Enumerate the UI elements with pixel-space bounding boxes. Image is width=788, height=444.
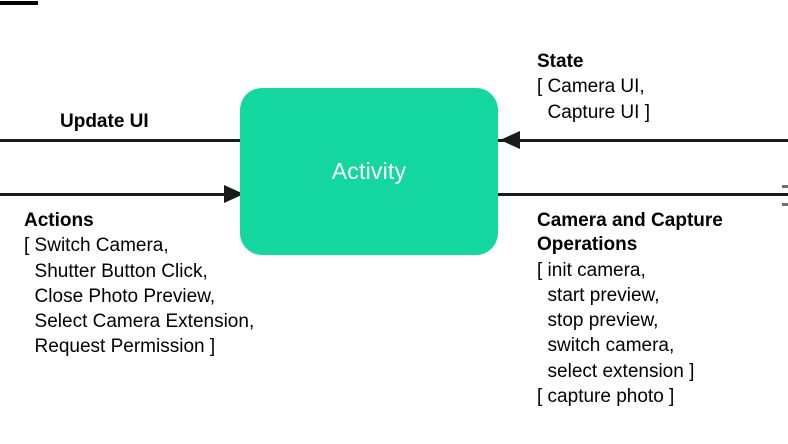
edge-line-state — [490, 139, 788, 142]
list-item: stop preview, — [537, 310, 659, 332]
arrowhead-right-icon — [224, 185, 244, 203]
activity-node[interactable]: Activity — [240, 88, 498, 255]
list-item: Request Permission ] — [24, 336, 216, 358]
list-item: Shutter Button Click, — [24, 260, 208, 282]
label-state-title: State — [537, 51, 584, 72]
label-camera-operations-title-line-1: Camera and Capture — [537, 210, 723, 231]
list-item: Capture UI ] — [537, 101, 650, 123]
label-camera-operations-title-line-2: Operations — [537, 234, 638, 256]
list-item: switch camera, — [537, 335, 675, 357]
activity-node-label: Activity — [331, 158, 407, 184]
label-update-ui: Update UI — [60, 110, 149, 134]
cropped-bar-artifact — [0, 1, 38, 5]
arrowhead-left-icon — [500, 131, 520, 149]
edge-line-update-ui — [0, 139, 250, 142]
cropped-tick-artifact-bottom — [782, 203, 788, 206]
label-update-ui-title: Update UI — [60, 111, 149, 132]
label-actions-title: Actions — [24, 210, 94, 231]
edge-line-actions — [0, 193, 250, 196]
list-item: Select Camera Extension, — [24, 311, 255, 333]
edge-line-camera-operations — [490, 193, 788, 196]
list-item: [ Camera UI, — [537, 76, 645, 98]
list-item: start preview, — [537, 284, 660, 306]
label-state: State [ Camera UI, Capture UI ] — [537, 50, 650, 125]
list-item: [ init camera, — [537, 259, 646, 281]
list-item: Close Photo Preview, — [24, 285, 216, 307]
list-item: [ Switch Camera, — [24, 235, 169, 257]
label-camera-operations: Camera and Capture Operations [ init cam… — [537, 209, 723, 409]
list-item: select extension ] — [537, 360, 695, 382]
label-actions: Actions [ Switch Camera, Shutter Button … — [24, 209, 254, 360]
cropped-tick-artifact-top — [782, 185, 788, 188]
list-item: [ capture photo ] — [537, 385, 675, 407]
